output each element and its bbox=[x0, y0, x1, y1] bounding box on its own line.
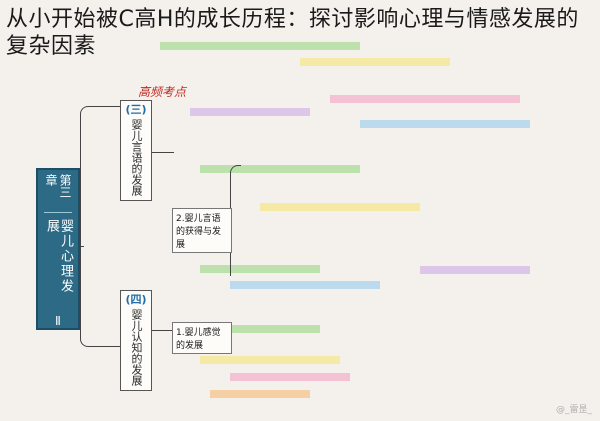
handwritten-annotation: 高频考点 bbox=[138, 85, 187, 99]
section-title: 婴儿言语的发展 bbox=[130, 119, 143, 196]
connector bbox=[152, 330, 174, 331]
connector bbox=[152, 152, 174, 153]
connector bbox=[80, 106, 121, 247]
subtopic-box: 1.婴儿感觉的发展 bbox=[172, 322, 232, 354]
section-number: (四) bbox=[125, 293, 147, 306]
chapter-number: Ⅱ bbox=[55, 314, 61, 328]
chapter-label: 第三章 bbox=[44, 174, 72, 213]
chapter-box: 第三章 婴儿心理发展 Ⅱ bbox=[36, 168, 80, 330]
highlight-bar bbox=[190, 108, 310, 116]
connector bbox=[80, 246, 121, 347]
connector bbox=[76, 246, 84, 247]
page-title: 从小开始被C高H的成长历程：探讨影响心理与情感发展的复杂因素 bbox=[6, 7, 579, 59]
chapter-title: 婴儿心理发展 bbox=[44, 218, 73, 294]
highlight-bar bbox=[230, 281, 380, 289]
highlight-bar bbox=[330, 95, 520, 103]
section-number: (三) bbox=[125, 103, 147, 116]
highlight-bar bbox=[200, 165, 360, 173]
section-box: (三) 婴儿言语的发展 bbox=[120, 100, 152, 201]
highlight-bar bbox=[200, 356, 340, 364]
highlight-bar bbox=[160, 42, 360, 50]
highlight-bar bbox=[230, 373, 350, 381]
watermark: @_雷昰_ bbox=[555, 405, 592, 415]
section-title: 婴儿认知的发展 bbox=[130, 309, 143, 386]
highlight-bar bbox=[200, 265, 320, 273]
highlight-bar bbox=[420, 266, 530, 274]
highlight-bar bbox=[210, 390, 310, 398]
highlight-bar bbox=[300, 58, 450, 66]
highlight-bar bbox=[200, 325, 320, 333]
section-box: (四) 婴儿认知的发展 bbox=[120, 290, 152, 391]
highlight-bar bbox=[260, 203, 420, 211]
subtopic-box: 2.婴儿言语的获得与发展 bbox=[172, 208, 232, 253]
highlight-bar bbox=[360, 120, 530, 128]
